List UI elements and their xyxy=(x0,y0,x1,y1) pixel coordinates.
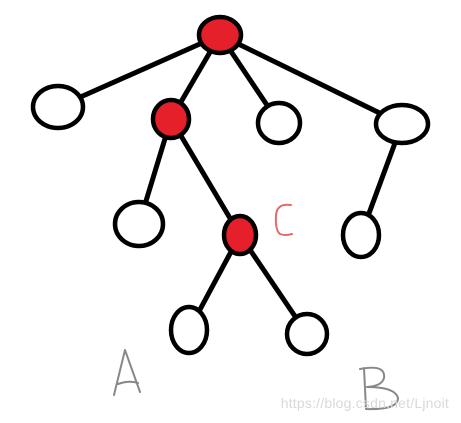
watermark-text: https://blog.csdn.net/Ljnoit xyxy=(280,395,449,411)
node-c-right-child xyxy=(284,311,330,357)
label-a-stroke xyxy=(113,349,141,396)
node-right-child xyxy=(340,210,382,260)
node-mid-left-child xyxy=(112,199,166,249)
label-b: B xyxy=(359,366,399,411)
node-root xyxy=(196,14,244,56)
node-c-left-child xyxy=(168,304,210,356)
edge-root-to-right xyxy=(217,32,405,127)
node-c-node xyxy=(221,213,259,257)
node-right xyxy=(373,102,431,146)
label-c: C xyxy=(274,203,293,236)
label-b-stroke xyxy=(359,366,399,411)
tree-edges xyxy=(55,32,405,337)
edge-root-to-left xyxy=(55,32,223,110)
node-mid-right xyxy=(255,100,303,146)
label-a: A xyxy=(113,349,141,396)
node-left xyxy=(30,83,86,131)
tree-nodes xyxy=(30,14,431,357)
label-c-stroke xyxy=(274,203,293,236)
node-mid xyxy=(150,97,192,141)
edge-mid-to-c-node xyxy=(168,116,243,238)
